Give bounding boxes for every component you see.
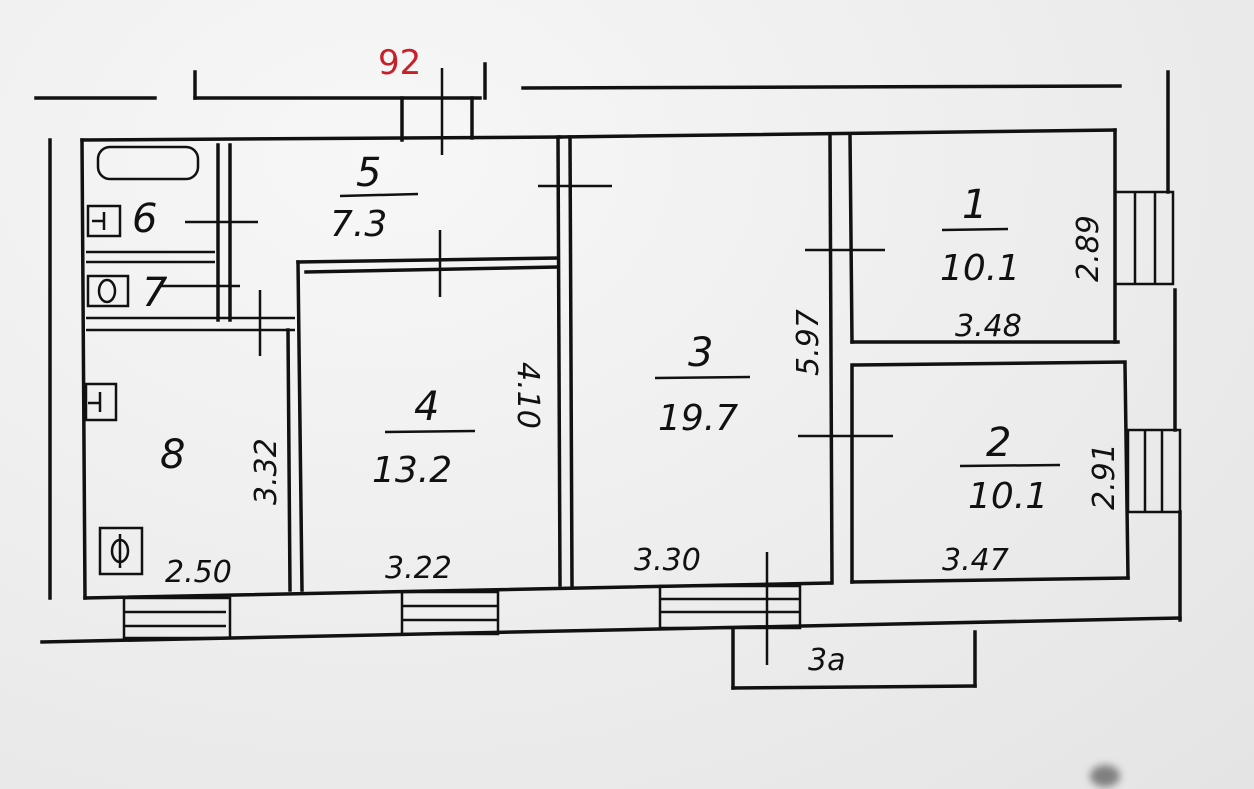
room-2-number: 2 bbox=[986, 420, 1011, 466]
room-8-width: 2.50 bbox=[165, 555, 232, 590]
ink-smudge bbox=[1090, 765, 1120, 787]
room-5-area: 7.3 bbox=[330, 204, 387, 245]
fraction-bars bbox=[339, 192, 1061, 468]
room-4-width: 3.22 bbox=[385, 551, 452, 586]
room-3-depth: 5.97 bbox=[791, 309, 826, 376]
room-4 bbox=[296, 135, 612, 587]
entrance-door bbox=[400, 68, 474, 155]
context-lines bbox=[34, 62, 1182, 644]
room-3-width: 3.30 bbox=[634, 543, 701, 578]
room-2-width: 3.47 bbox=[942, 543, 1009, 578]
room-4-number: 4 bbox=[414, 384, 439, 430]
room-1-depth: 2.89 bbox=[1071, 215, 1106, 282]
room-8-number: 8 bbox=[160, 432, 185, 478]
room-8 bbox=[84, 260, 304, 592]
apartment-number: 92 bbox=[378, 43, 421, 83]
balcony-label: 3a bbox=[808, 643, 845, 678]
room-5-number: 5 bbox=[356, 150, 381, 196]
room-8-depth: 3.32 bbox=[249, 438, 284, 505]
bathroom-block bbox=[86, 143, 295, 356]
room-7-number: 7 bbox=[142, 270, 168, 316]
room-4-area: 13.2 bbox=[372, 450, 452, 491]
room-1-width: 3.48 bbox=[955, 309, 1022, 344]
room-1-area: 10.1 bbox=[940, 248, 1020, 289]
room-2-depth: 2.91 bbox=[1087, 443, 1122, 510]
room-1-number: 1 bbox=[962, 182, 987, 228]
room-6-number: 6 bbox=[132, 196, 157, 242]
room-4-depth: 4.10 bbox=[510, 362, 545, 429]
balcony-3a bbox=[731, 552, 977, 690]
windows bbox=[122, 190, 1182, 640]
room-3-area: 19.7 bbox=[658, 398, 738, 439]
rooms-1-2-3 bbox=[798, 133, 1130, 585]
room-2-area: 10.1 bbox=[968, 476, 1048, 517]
room-3-number: 3 bbox=[688, 330, 713, 376]
